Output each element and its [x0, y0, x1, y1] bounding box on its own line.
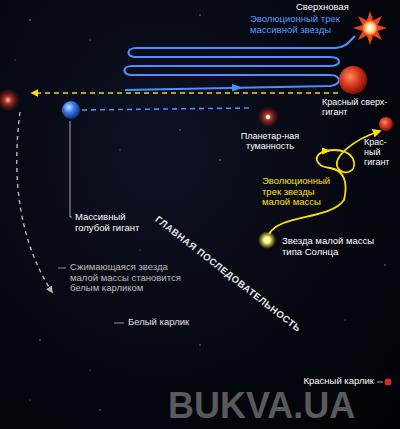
nebula-remnant — [0, 88, 20, 112]
star-label: Крас-ный гигант — [364, 137, 398, 167]
leader-line — [70, 121, 72, 217]
nebula-core — [266, 115, 270, 119]
red-supergiant — [339, 66, 367, 94]
white-dwarf-track — [17, 112, 52, 292]
track-label: Эволюционный трек массивной звезды — [250, 14, 344, 35]
supernova-core — [363, 21, 377, 35]
sun-like-star — [258, 231, 276, 249]
ejection-track — [32, 92, 338, 94]
star-label: Белый карлик — [128, 317, 189, 328]
supernova — [353, 11, 387, 45]
track-label: Эволюционный трек звезды малой массы — [262, 176, 330, 208]
planetary-nebula — [257, 106, 279, 128]
star-label: Красный сверх-гигант — [322, 97, 392, 117]
leader-line — [58, 268, 66, 269]
red-giant — [379, 117, 393, 131]
leader-line — [114, 323, 124, 324]
blue-giant — [62, 101, 80, 119]
supernova-label: Сверхновая — [296, 2, 349, 13]
track-arrow — [322, 148, 331, 155]
watermark: BUKVA.UA — [168, 386, 355, 426]
sun-like-star-core — [264, 237, 270, 243]
blue-giant-track — [82, 108, 250, 110]
red-dwarf — [385, 379, 392, 386]
background-stars — [14, 14, 385, 410]
massive-star-track — [125, 36, 356, 90]
star-label: Планетар-ная туманность — [232, 131, 308, 151]
process-note: Сжимающаяся звезда малой массы становитс… — [70, 262, 188, 294]
star-label: Звезда малой массы типа Солнца — [282, 236, 378, 257]
leader-line — [377, 382, 383, 383]
star-label: Массивный голубой гигант — [75, 212, 157, 233]
track-arrow — [232, 84, 243, 91]
